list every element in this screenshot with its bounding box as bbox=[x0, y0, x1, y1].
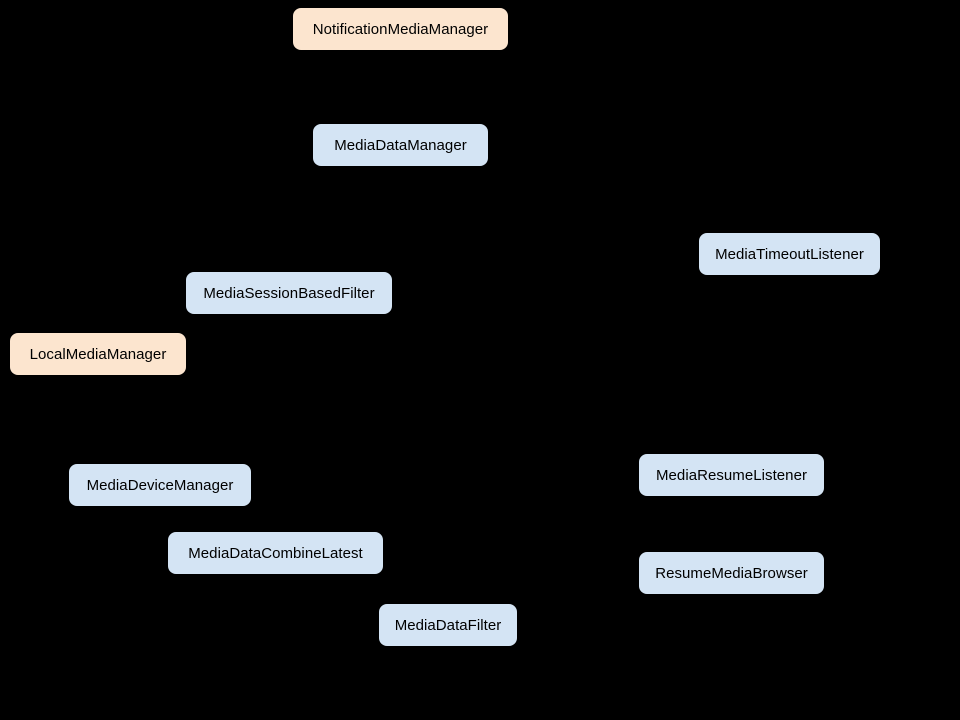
graph-node-media-timeout-listener[interactable]: MediaTimeoutListener bbox=[699, 233, 880, 275]
graph-node-media-session-based-filter[interactable]: MediaSessionBasedFilter bbox=[186, 272, 392, 314]
graph-node-label: MediaDataCombineLatest bbox=[188, 544, 363, 562]
graph-node-label: LocalMediaManager bbox=[29, 345, 167, 363]
graph-node-media-resume-listener[interactable]: MediaResumeListener bbox=[639, 454, 824, 496]
graph-node-media-device-manager[interactable]: MediaDeviceManager bbox=[69, 464, 251, 506]
graph-node-label: MediaResumeListener bbox=[655, 466, 808, 484]
graph-node-label: ResumeMediaBrowser bbox=[655, 564, 808, 582]
graph-node-label: MediaDataManager bbox=[334, 136, 467, 154]
graph-node-media-data-combine-latest[interactable]: MediaDataCombineLatest bbox=[168, 532, 383, 574]
graph-node-resume-media-browser[interactable]: ResumeMediaBrowser bbox=[639, 552, 824, 594]
graph-node-label: MediaTimeoutListener bbox=[715, 245, 864, 263]
graph-node-label: MediaSessionBasedFilter bbox=[203, 284, 375, 302]
graph-node-media-data-filter[interactable]: MediaDataFilter bbox=[379, 604, 517, 646]
graph-node-media-data-manager[interactable]: MediaDataManager bbox=[313, 124, 488, 166]
graph-node-local-media-manager[interactable]: LocalMediaManager bbox=[10, 333, 186, 375]
graph-node-label: NotificationMediaManager bbox=[312, 20, 489, 38]
graph-node-label: MediaDeviceManager bbox=[86, 476, 234, 494]
graph-node-notification-media-manager[interactable]: NotificationMediaManager bbox=[293, 8, 508, 50]
graph-node-label: MediaDataFilter bbox=[394, 616, 502, 634]
